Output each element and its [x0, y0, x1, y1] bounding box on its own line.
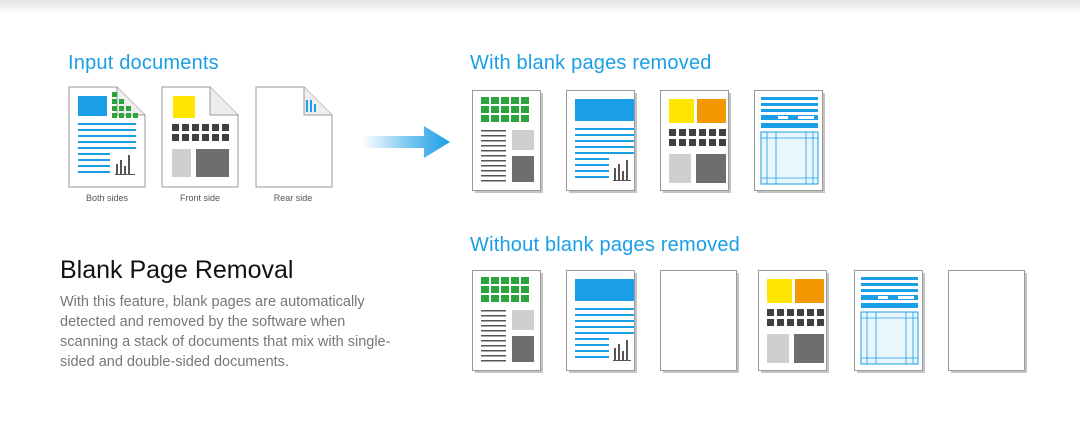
output-page-green-grid — [472, 90, 543, 193]
top-shadow — [0, 0, 1080, 14]
output-page-yellow-orange — [660, 90, 731, 193]
arrow-right-icon — [362, 126, 450, 158]
output-page-blue-text — [566, 90, 637, 193]
caption-rear-side: Rear side — [273, 193, 313, 203]
output-page-blank — [948, 270, 1027, 373]
output-page-green-grid — [472, 270, 543, 373]
heading-without-blank-pages-removed: Without blank pages removed — [470, 234, 740, 256]
feature-title: Blank Page Removal — [60, 256, 294, 284]
input-document-rear-side — [255, 86, 333, 188]
input-document-front-side — [161, 86, 239, 188]
output-page-form — [854, 270, 925, 373]
input-document-both-sides — [68, 86, 146, 188]
output-page-blank — [660, 270, 739, 373]
caption-both-sides: Both sides — [85, 193, 129, 203]
heading-with-blank-pages-removed: With blank pages removed — [470, 52, 712, 74]
heading-input-documents: Input documents — [68, 52, 219, 74]
output-page-form — [754, 90, 825, 193]
caption-front-side: Front side — [179, 193, 221, 203]
output-page-yellow-orange — [758, 270, 829, 373]
output-page-blue-text — [566, 270, 637, 373]
feature-description: With this feature, blank pages are autom… — [60, 294, 391, 370]
